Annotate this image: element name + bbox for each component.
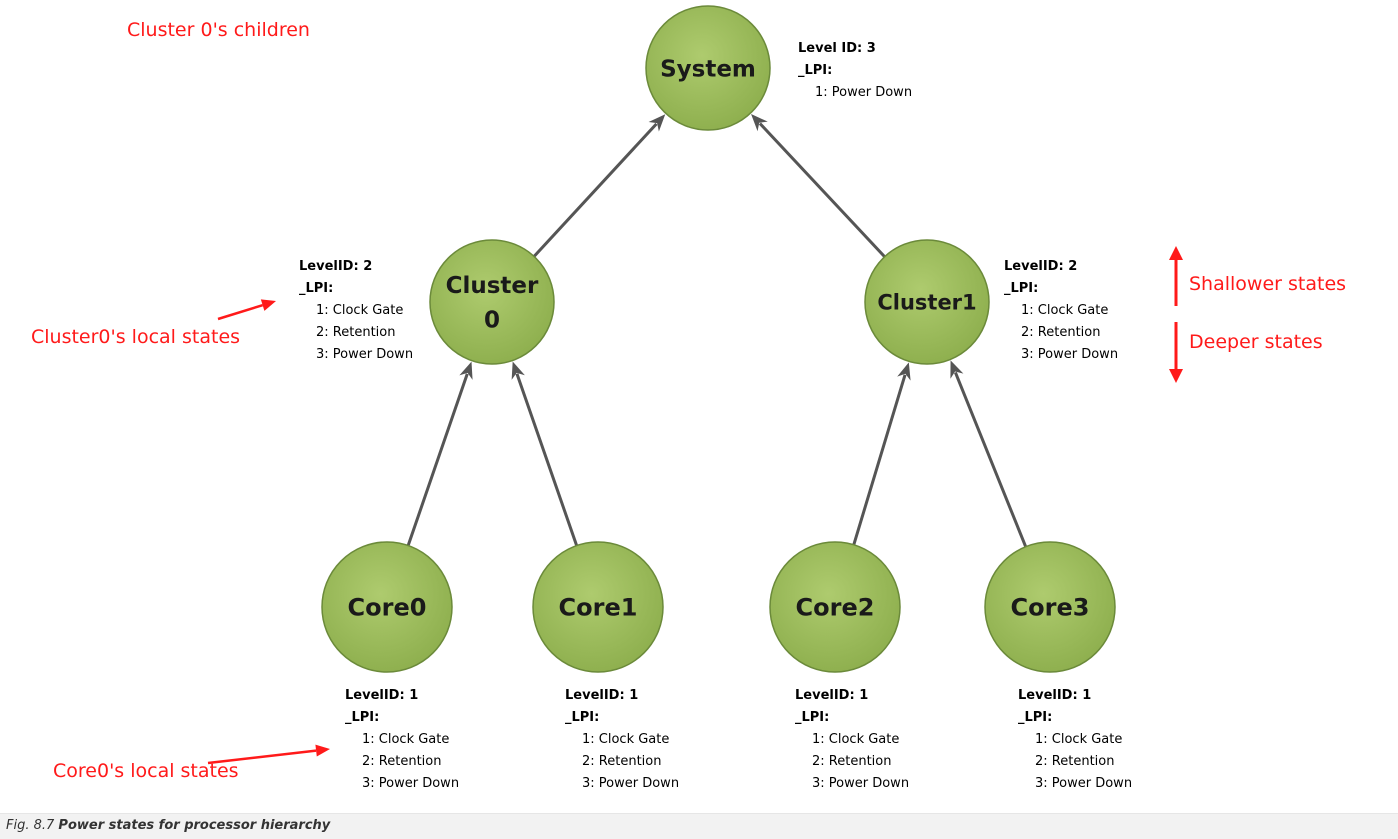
lpi-state-item: 3: Power Down bbox=[812, 776, 909, 791]
node-circle-core0 bbox=[321, 541, 453, 673]
arrowhead-cluster1-to-system bbox=[751, 113, 768, 132]
edge-core1-to-cluster0 bbox=[515, 373, 579, 547]
lpi-label: _LPI: bbox=[1018, 710, 1052, 725]
level-id-label: Level ID: 3 bbox=[798, 41, 876, 56]
lpi-state-item: 2: Retention bbox=[316, 325, 395, 340]
node-core2: Core2 bbox=[769, 541, 901, 673]
annotation-core0-local-states: Core0's local states bbox=[53, 760, 239, 782]
node-label-core3: Core3 bbox=[1011, 594, 1090, 622]
node-system: System bbox=[645, 5, 771, 131]
lpi-state-item: 2: Retention bbox=[582, 754, 661, 769]
lpi-state-item: 1: Clock Gate bbox=[362, 732, 449, 747]
lpi-label: _LPI: bbox=[795, 710, 829, 725]
lpi-state-item: 1: Clock Gate bbox=[1035, 732, 1122, 747]
node-cluster1: Cluster1 bbox=[864, 239, 990, 365]
lpi-label: _LPI: bbox=[345, 710, 379, 725]
lpi-label: _LPI: bbox=[299, 281, 333, 296]
arrowhead-cluster0-to-system bbox=[648, 114, 666, 132]
node-label-core1: Core1 bbox=[559, 594, 638, 622]
lpi-info-core1: LevelID: 1 _LPI: 1: Clock Gate 2: Retention… bbox=[565, 688, 679, 791]
node-label-cluster0: Cluster bbox=[446, 273, 539, 299]
level-id-label: LevelID: 1 bbox=[795, 688, 868, 703]
node-circle-cluster0 bbox=[429, 239, 555, 365]
lpi-info-system: Level ID: 3 _LPI: 1: Power Down bbox=[798, 41, 912, 100]
arrowhead-core2-to-cluster1 bbox=[897, 362, 911, 381]
lpi-state-item: 1: Power Down bbox=[815, 85, 912, 100]
node-label-cluster0: 0 bbox=[484, 308, 500, 334]
lpi-state-item: 1: Clock Gate bbox=[1021, 303, 1108, 318]
lpi-state-item: 3: Power Down bbox=[316, 347, 413, 362]
lpi-state-item: 2: Retention bbox=[1021, 325, 1100, 340]
edge-core0-to-cluster0 bbox=[406, 373, 469, 547]
node-circle-core3 bbox=[984, 541, 1116, 673]
level-id-label: LevelID: 2 bbox=[1004, 259, 1077, 274]
red-arrow-cluster0-local-states bbox=[217, 299, 276, 321]
node-label-core0: Core0 bbox=[348, 594, 427, 622]
red-arrow-deeper-down bbox=[1169, 322, 1183, 383]
edge-core3-to-cluster1 bbox=[954, 371, 1028, 548]
lpi-state-item: 2: Retention bbox=[362, 754, 441, 769]
annotation-cluster0-children: Cluster 0's children bbox=[127, 19, 310, 41]
node-label-cluster1: Cluster1 bbox=[877, 291, 976, 315]
figure-caption: Fig. 8.7 Power states for processor hier… bbox=[6, 818, 330, 833]
node-core0: Core0 bbox=[321, 541, 453, 673]
lpi-info-core3: LevelID: 1 _LPI: 1: Clock Gate 2: Retention… bbox=[1018, 688, 1132, 791]
lpi-info-core0: LevelID: 1 _LPI: 1: Clock Gate 2: Retention… bbox=[345, 688, 459, 791]
lpi-label: _LPI: bbox=[565, 710, 599, 725]
lpi-state-item: 1: Clock Gate bbox=[582, 732, 669, 747]
node-core1: Core1 bbox=[532, 541, 664, 673]
node-circle-core1 bbox=[532, 541, 664, 673]
level-id-label: LevelID: 1 bbox=[565, 688, 638, 703]
arrowhead-core0-to-cluster0 bbox=[459, 361, 473, 380]
annotation-cluster0-local-states: Cluster0's local states bbox=[31, 326, 240, 348]
lpi-info-core2: LevelID: 1 _LPI: 1: Clock Gate 2: Retention… bbox=[795, 688, 909, 791]
lpi-state-item: 3: Power Down bbox=[1035, 776, 1132, 791]
annotations-layer: Cluster 0's children Cluster0's local st… bbox=[31, 19, 1346, 782]
node-circle-core2 bbox=[769, 541, 901, 673]
lpi-state-item: 3: Power Down bbox=[1021, 347, 1118, 362]
figure-number: Fig. 8.7 bbox=[6, 818, 55, 833]
annotation-shallower-states: Shallower states bbox=[1189, 273, 1346, 295]
arrowhead-core3-to-cluster1 bbox=[950, 360, 964, 379]
edges-layer bbox=[406, 113, 1028, 548]
red-arrow-core0-local-states bbox=[207, 744, 330, 765]
annotation-deeper-states: Deeper states bbox=[1189, 331, 1323, 353]
node-circle-system bbox=[645, 5, 771, 131]
node-cluster0: Cluster 0 bbox=[429, 239, 555, 365]
lpi-label: _LPI: bbox=[798, 63, 832, 78]
lpi-state-item: 3: Power Down bbox=[582, 776, 679, 791]
lpi-state-item: 2: Retention bbox=[812, 754, 891, 769]
lpi-info-cluster0: LevelID: 2 _LPI: 1: Clock Gate 2: Retention… bbox=[299, 259, 413, 362]
level-id-label: LevelID: 1 bbox=[345, 688, 418, 703]
node-label-system: System bbox=[660, 56, 756, 82]
lpi-state-item: 2: Retention bbox=[1035, 754, 1114, 769]
figure-title: Power states for processor hierarchy bbox=[58, 818, 331, 833]
level-id-label: LevelID: 1 bbox=[1018, 688, 1091, 703]
lpi-label: _LPI: bbox=[1004, 281, 1038, 296]
level-id-label: LevelID: 2 bbox=[299, 259, 372, 274]
lpi-state-item: 3: Power Down bbox=[362, 776, 459, 791]
lpi-state-item: 1: Clock Gate bbox=[812, 732, 899, 747]
lpi-info-cluster1: LevelID: 2 _LPI: 1: Clock Gate 2: Retention… bbox=[1004, 259, 1118, 362]
figure-caption-bar: Fig. 8.7 Power states for processor hier… bbox=[0, 813, 1398, 839]
red-arrow-shallower-up bbox=[1169, 246, 1183, 306]
node-circle-cluster1 bbox=[864, 239, 990, 365]
edge-core2-to-cluster1 bbox=[852, 374, 907, 546]
arrowhead-core1-to-cluster0 bbox=[511, 361, 525, 380]
edge-cluster1-to-system bbox=[758, 122, 886, 258]
edge-cluster0-to-system bbox=[532, 122, 658, 258]
node-core3: Core3 bbox=[984, 541, 1116, 673]
lpi-state-item: 1: Clock Gate bbox=[316, 303, 403, 318]
node-label-core2: Core2 bbox=[796, 594, 875, 622]
